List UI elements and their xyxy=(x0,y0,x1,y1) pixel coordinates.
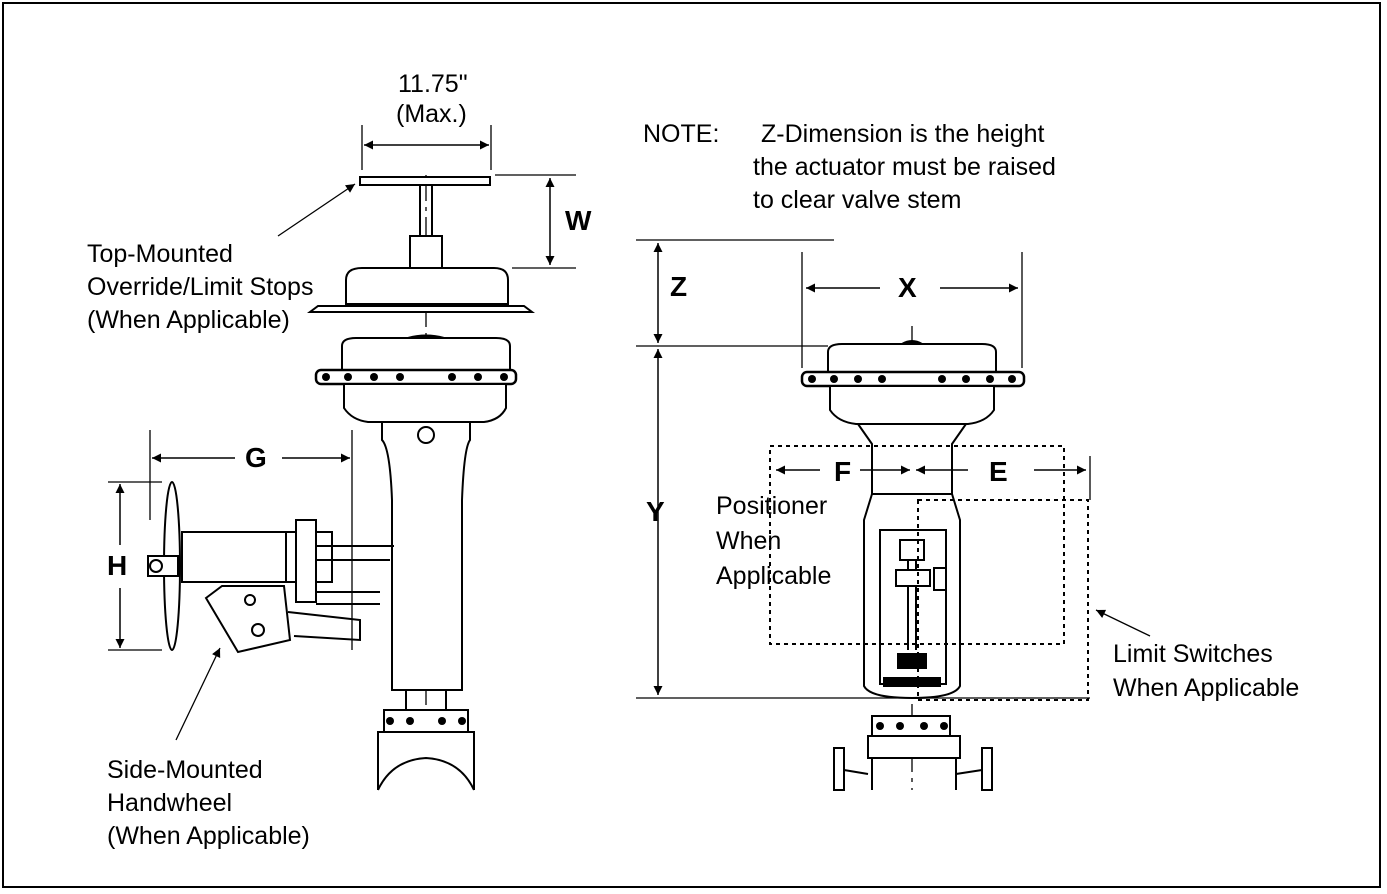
dimension-y: Y xyxy=(646,496,665,527)
dimension-z: Z xyxy=(670,271,688,302)
left-extension-lines xyxy=(108,125,576,651)
dimension-e: E xyxy=(989,456,1008,487)
dimension-g: G xyxy=(245,442,267,473)
note-line-3: to clear valve stem xyxy=(753,186,962,214)
left-actuator-drawing xyxy=(147,175,535,791)
top-mounted-label-2: Override/Limit Stops xyxy=(87,273,314,301)
right-extension-lines xyxy=(636,239,1091,699)
limit-switches-label-1: Limit Switches xyxy=(1113,640,1273,668)
leader-lines xyxy=(175,183,1151,741)
note-line-2: the actuator must be raised xyxy=(753,153,1056,181)
max-width-note: (Max.) xyxy=(396,100,467,128)
dotted-outlines xyxy=(769,445,1089,701)
side-mounted-label-2: Handwheel xyxy=(107,789,233,817)
note-line-1: Z-Dimension is the height xyxy=(761,120,1045,148)
dimension-w: W xyxy=(565,205,592,236)
limit-switches-label-2: When Applicable xyxy=(1113,674,1300,702)
positioner-label-1: Positioner xyxy=(716,492,828,520)
side-mounted-label-1: Side-Mounted xyxy=(107,756,263,784)
note-prefix: NOTE: xyxy=(643,120,720,148)
dimension-h: H xyxy=(107,550,128,581)
positioner-label-2: When xyxy=(716,527,782,555)
top-mounted-label-3: (When Applicable) xyxy=(87,306,290,334)
right-dimension-arrows xyxy=(653,243,1086,695)
side-mounted-label-3: (When Applicable) xyxy=(107,822,310,850)
left-dimension-arrows xyxy=(115,140,555,648)
right-actuator-drawing xyxy=(800,326,1026,791)
dimension-f: F xyxy=(834,456,852,487)
max-width-value: 11.75" xyxy=(398,70,468,98)
top-mounted-label-1: Top-Mounted xyxy=(87,240,233,268)
positioner-label-3: Applicable xyxy=(716,562,832,590)
dimension-x: X xyxy=(898,272,917,303)
